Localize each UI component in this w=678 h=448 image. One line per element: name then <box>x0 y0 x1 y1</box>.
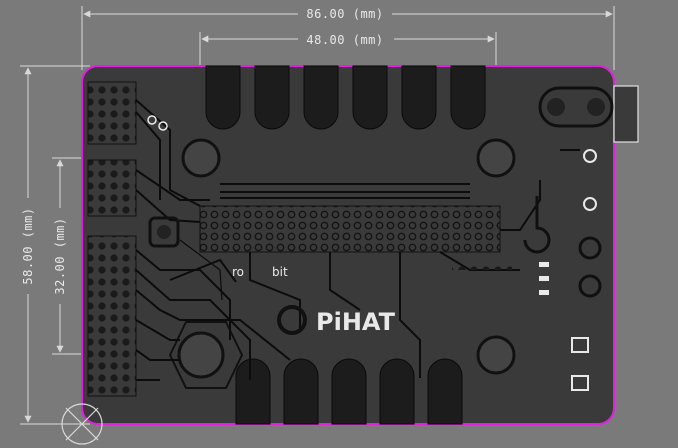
right-components <box>452 86 614 391</box>
origin-marker-icon <box>61 403 103 445</box>
gpio-header <box>199 205 501 253</box>
top-terminal-pads <box>205 65 486 130</box>
connector-span-label: 48.00 (mm) <box>306 33 383 47</box>
board-height-label: 58.00 (mm) <box>21 207 35 284</box>
small-components <box>147 115 180 248</box>
traces <box>135 99 580 381</box>
silk-label-left: ro <box>232 265 244 279</box>
mounting-holes <box>168 138 516 389</box>
header-height-label: 32.00 (mm) <box>53 217 67 294</box>
board-width-label: 86.00 (mm) <box>306 7 383 21</box>
side-connector-tab <box>613 85 639 143</box>
left-header-mid <box>87 159 137 217</box>
dimension-header-height: 32.00 (mm) <box>50 157 100 355</box>
dimension-board-width: 86.00 (mm) <box>81 5 615 70</box>
bottom-terminal-pads <box>235 358 463 425</box>
silk-brand: PiHAT <box>316 308 396 336</box>
dimension-board-height: 58.00 (mm) <box>18 65 90 425</box>
left-header-top <box>87 81 137 145</box>
dimension-connector-span: 48.00 (mm) <box>199 31 497 70</box>
silkscreen-labels: ro bit PiHAT <box>232 265 396 336</box>
silk-label-right: bit <box>272 265 288 279</box>
brand-logo-icon <box>277 305 307 335</box>
left-header-bottom <box>87 235 137 397</box>
